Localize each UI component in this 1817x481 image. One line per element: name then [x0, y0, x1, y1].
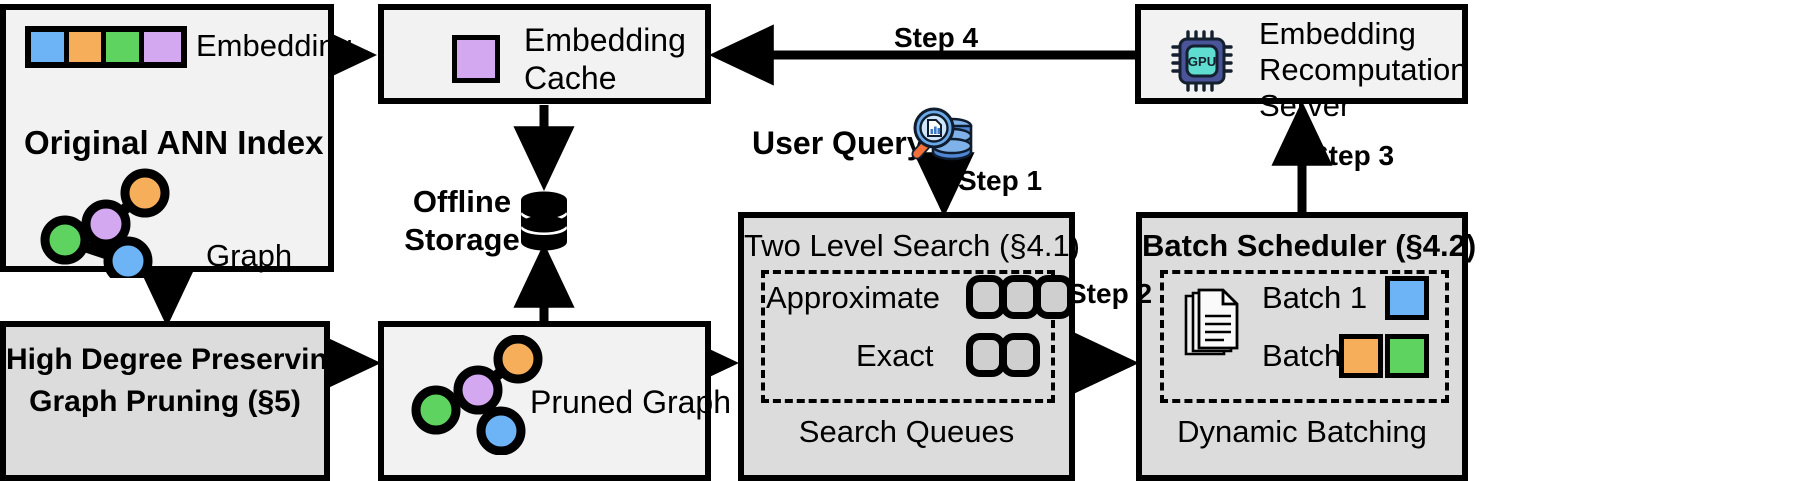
search-queues-dashed-region — [761, 270, 1055, 403]
step-1-label: Step 1 — [958, 165, 1043, 196]
documents-icon — [1184, 288, 1239, 356]
recomputation-server-label-line2: Recomputation — [1259, 52, 1468, 87]
search-queue-cell-approx-2[interactable] — [1034, 275, 1074, 319]
original-ann-index-box: Embedding Original ANN Index Graph — [0, 4, 353, 278]
embedding-cache-swatch — [452, 35, 500, 83]
graph-label: Graph — [206, 238, 293, 273]
dynamic-batching-dashed-region — [1160, 270, 1449, 403]
embedding-cell-1 — [68, 32, 107, 62]
search-queues-footer: Search Queues — [798, 414, 1015, 449]
embedding-label: Embedding — [196, 28, 353, 63]
database-icon — [521, 191, 567, 251]
query-search-database-icon — [911, 107, 973, 161]
batch-scheduler-box: Batch Scheduler (§4.2) Batch 1 Batch 2 D… — [1136, 212, 1477, 481]
batch-2-swatch-0 — [1339, 334, 1383, 378]
embedding-cache-label-line2: Cache — [524, 60, 617, 96]
embedding-cache-label-line1: Embedding — [524, 22, 686, 58]
search-queue-cell-approx-0[interactable] — [966, 275, 1006, 319]
offline-storage-label-line1: Offline — [412, 184, 512, 219]
batch-scheduler-title: Batch Scheduler (§4.2) — [1142, 228, 1477, 263]
embedding-strip — [25, 26, 187, 68]
gpu-icon-text: GPU — [1188, 54, 1216, 69]
step-2-label: Step 2 — [1068, 278, 1153, 309]
graph-pruning-label-line1: High Degree Preserving — [6, 343, 347, 376]
recomputation-server-box: GPU Embedding Recomputation Server — [1135, 4, 1468, 123]
pruned-graph-illustration — [411, 335, 543, 455]
two-level-search-box: Two Level Search (§4.1) Approximate Exac… — [738, 212, 1081, 481]
recomputation-server-label-line3: Server — [1259, 88, 1351, 123]
search-row-label-exact: Exact — [856, 338, 934, 373]
pruned-graph-label: Pruned Graph — [530, 384, 732, 420]
original-ann-index-title: Original ANN Index — [24, 124, 324, 161]
offline-storage-label-line2: Storage — [404, 222, 520, 257]
embedding-cell-3 — [144, 32, 181, 62]
embedding-cell-2 — [106, 32, 145, 62]
search-queue-cell-exact-1[interactable] — [1000, 333, 1040, 377]
gpu-chip-icon: GPU — [1171, 30, 1233, 92]
recomputation-server-label-line1: Embedding — [1259, 16, 1416, 51]
original-graph-illustration — [40, 168, 170, 278]
dynamic-batching-footer: Dynamic Batching — [1177, 414, 1427, 449]
batch-2-swatch-1 — [1385, 334, 1429, 378]
pruned-graph-box: Pruned Graph — [378, 321, 731, 481]
batch-1-swatch-0 — [1385, 276, 1429, 320]
search-row-label-approximate: Approximate — [766, 280, 941, 315]
graph-pruning-label-line2: Graph Pruning (§5) — [29, 385, 301, 418]
step-4-label: Step 4 — [894, 22, 979, 53]
two-level-search-title: Two Level Search (§4.1) — [744, 228, 1081, 263]
batch-row-label-1: Batch 1 — [1262, 280, 1368, 315]
embedding-cell-0 — [31, 32, 69, 62]
graph-pruning-box: High Degree Preserving Graph Pruning (§5… — [0, 321, 347, 481]
step-3-label: Step 3 — [1310, 140, 1395, 171]
embedding-cache-box: Embedding Cache — [378, 4, 711, 104]
user-query-label: User Query — [752, 125, 925, 161]
